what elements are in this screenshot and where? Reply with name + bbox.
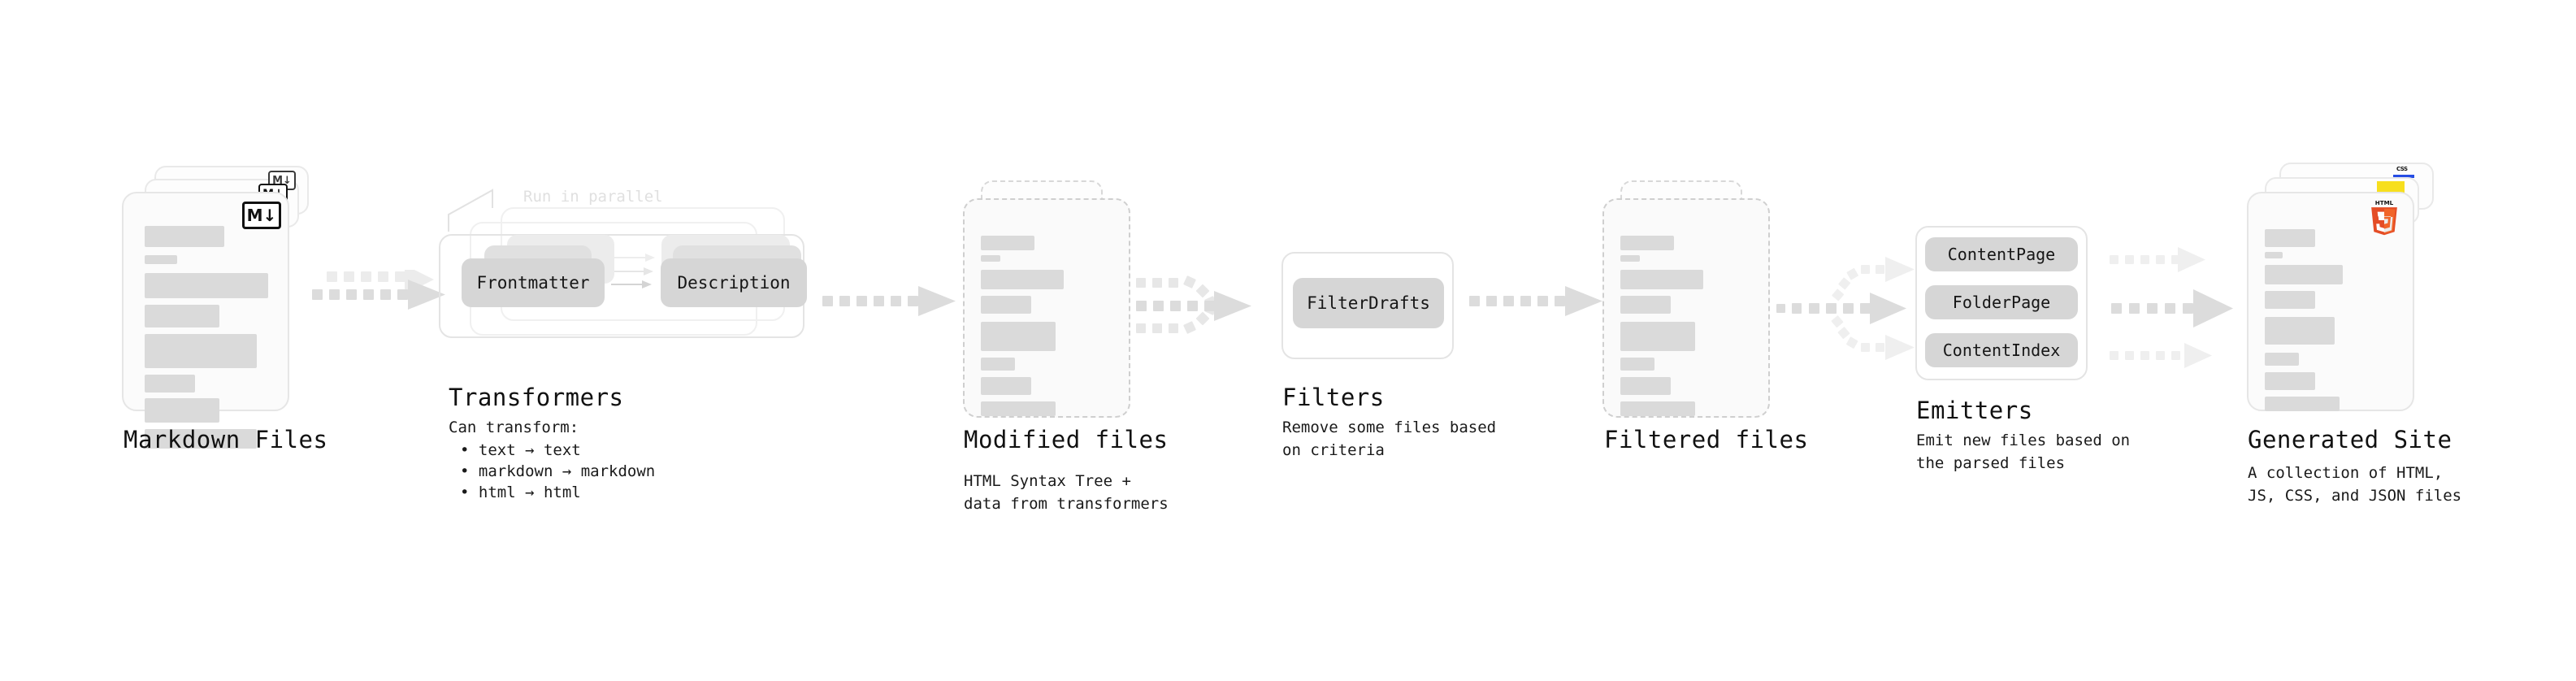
doc-bar [2265, 265, 2343, 284]
doc-bar [981, 401, 1056, 416]
stage-emitters: ContentPage FolderPage ContentIndex [1915, 226, 2102, 388]
doc-bar [2265, 252, 2283, 258]
svg-text:HTML: HTML [2375, 199, 2394, 206]
css-badge-label: CSS [2396, 166, 2408, 172]
html5-badge-icon: HTML [2371, 199, 2397, 236]
doc-bar [981, 270, 1064, 289]
stage-title-transformers: Transformers [449, 384, 624, 411]
transformers-bullet-2: • html → html [460, 484, 581, 501]
doc-bar [145, 273, 268, 298]
doc-bar [1620, 236, 1674, 250]
doc-bar [2265, 291, 2315, 309]
doc-bar [145, 226, 224, 247]
doc-bar [981, 377, 1031, 395]
connector-emitters-to-site [2110, 247, 2233, 368]
doc-bar [1620, 255, 1640, 262]
doc-bar [981, 255, 1000, 262]
markdown-badge-icon: M↓ [242, 202, 281, 229]
connector-modified-to-filters [1136, 275, 1251, 334]
doc-bar [2265, 317, 2335, 345]
doc-bar [2265, 397, 2340, 411]
js-badge-icon [2377, 181, 2405, 194]
stage-title-generated-site: Generated Site [2248, 426, 2452, 453]
run-in-parallel-bracket-icon [448, 189, 493, 232]
stage-filtered-files [1602, 179, 1798, 447]
doc-bar [1620, 377, 1671, 395]
stage-title-filtered-files: Filtered files [1604, 426, 1809, 453]
stage-title-filters: Filters [1282, 384, 1385, 411]
doc-bar [145, 429, 257, 449]
doc-bar [1620, 296, 1671, 314]
connector-transformers-to-modified [822, 286, 956, 316]
run-in-parallel-label: Run in parallel [523, 188, 663, 206]
stage-subtitle-transformers: Can transform: [449, 419, 579, 436]
folderpage-pill[interactable]: FolderPage [1925, 285, 2078, 319]
site-file-card-html: HTML [2247, 192, 2414, 411]
doc-bar [1620, 270, 1703, 289]
transform-internal-arrows-icon [611, 254, 655, 288]
doc-bar [145, 375, 195, 393]
stage-subtitle-emitters: Emit new files based on the parsed files [1916, 432, 2131, 472]
stage-subtitle-modified-files: HTML Syntax Tree + data from transformer… [964, 472, 1169, 513]
doc-bar [2265, 353, 2299, 366]
markdown-file-card-front: M↓ [122, 192, 289, 449]
description-pill[interactable]: Description [661, 258, 807, 307]
contentindex-pill[interactable]: ContentIndex [1925, 333, 2078, 367]
doc-bar [145, 398, 219, 423]
stage-title-modified-files: Modified files [964, 426, 1169, 453]
doc-bar [145, 305, 219, 327]
doc-bar [145, 334, 257, 368]
doc-bar [145, 255, 177, 264]
connector-filtered-to-emitters [1776, 257, 1915, 360]
stage-generated-site: CSS HTML [2247, 154, 2458, 447]
doc-bar [1620, 322, 1695, 351]
connector-filters-to-filtered [1469, 286, 1602, 316]
filtered-file-card-front [1602, 198, 1770, 418]
stage-markdown-files: M↓ M↓ M↓ [122, 154, 341, 449]
doc-bar [981, 296, 1031, 314]
stage-transformers: Run in parallel Frontmatter Descr [439, 187, 845, 374]
contentpage-pill[interactable]: ContentPage [1925, 237, 2078, 271]
stage-modified-files [963, 179, 1158, 447]
doc-bar [1620, 358, 1654, 371]
stage-title-markdown-files: Markdown Files [124, 426, 328, 453]
modified-file-card-front [963, 198, 1130, 418]
doc-bar [1620, 401, 1695, 416]
transformers-bullet-1: • markdown → markdown [460, 462, 656, 480]
transformers-bullet-0: • text → text [460, 441, 581, 459]
stage-title-emitters: Emitters [1916, 397, 2033, 424]
filterdrafts-pill[interactable]: FilterDrafts [1293, 278, 1444, 328]
stage-subtitle-generated-site: A collection of HTML, JS, CSS, and JSON … [2248, 464, 2462, 505]
stage-subtitle-filters: Remove some files based on criteria [1282, 419, 1497, 459]
doc-bar [2265, 229, 2315, 247]
connector-markdown-to-transformers [312, 270, 445, 310]
doc-bar [981, 322, 1056, 351]
frontmatter-pill[interactable]: Frontmatter [462, 258, 605, 307]
doc-bar [2265, 372, 2315, 390]
css-badge-icon [2393, 175, 2414, 178]
stage-filters: FilterDrafts [1281, 252, 1460, 366]
doc-bar [981, 236, 1034, 250]
doc-bar [981, 358, 1015, 371]
